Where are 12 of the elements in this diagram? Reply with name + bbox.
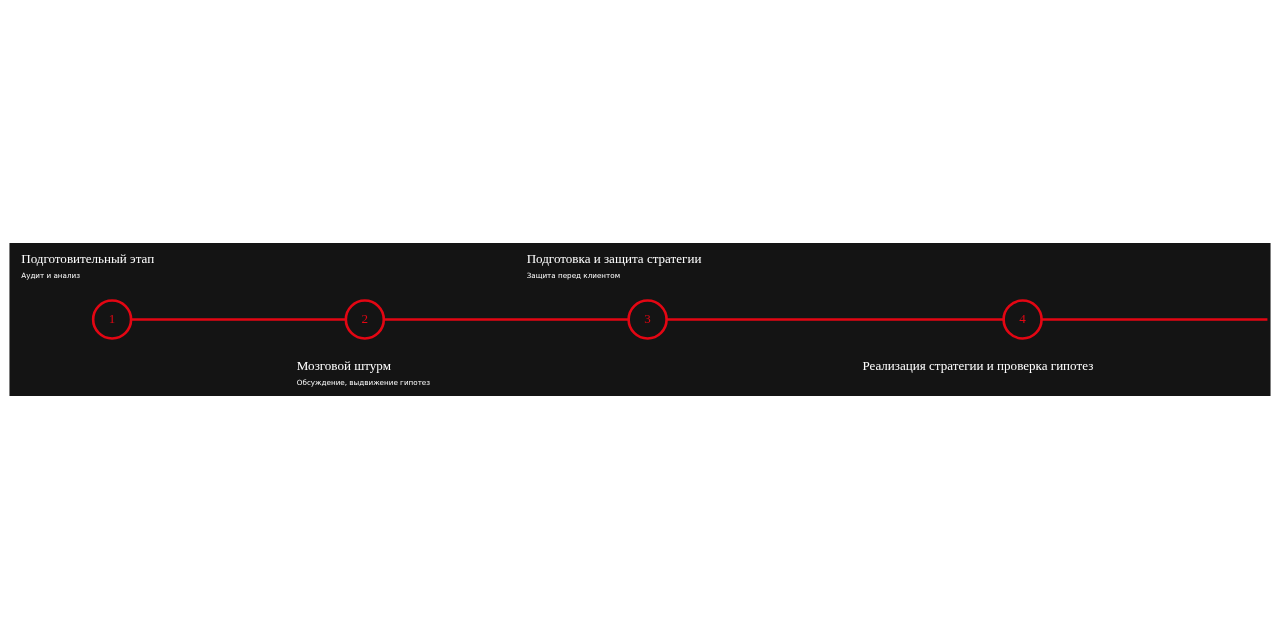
node-label: Реализация стратегии и проверка гипотез [862, 357, 1094, 373]
node-label: Мозговой штурм [296, 357, 391, 373]
connector [383, 317, 629, 321]
node-label: Подготовка и защита стратегии [526, 250, 702, 266]
connector [131, 317, 346, 321]
node-circle: 4 [1002, 298, 1043, 340]
connector [1041, 317, 1268, 321]
node-circle: 1 [91, 298, 133, 340]
node-circle: 3 [627, 298, 668, 340]
node-label: Подготовительный этап [21, 250, 155, 266]
connector [666, 317, 1004, 321]
node-circle: 2 [344, 298, 386, 340]
